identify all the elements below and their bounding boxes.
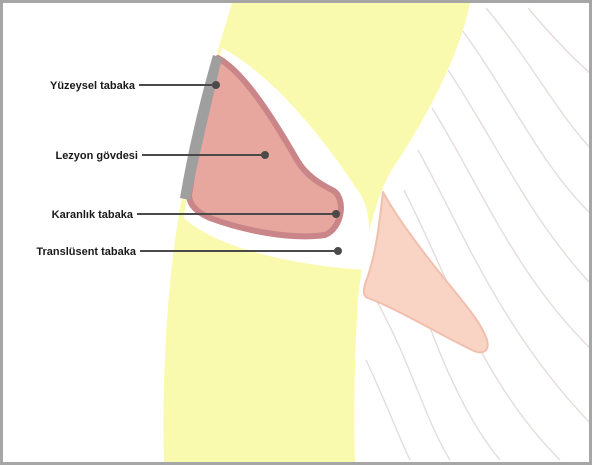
pulp-tissue [364,192,488,352]
diagram-canvas: Yüzeysel tabaka Lezyon gövdesi Karanlık … [3,3,589,462]
leader-dot-surface [213,82,219,88]
label-lesion-body: Lezyon gövdesi [55,150,138,162]
label-translucent-zone: Translüsent tabaka [36,246,137,258]
label-surface-layer: Yüzeysel tabaka [50,80,136,92]
leader-dot-lesion [262,152,268,158]
leader-dot-translucent [335,248,341,254]
leader-dot-dark [333,211,339,217]
label-dark-zone: Karanlık tabaka [52,209,134,221]
